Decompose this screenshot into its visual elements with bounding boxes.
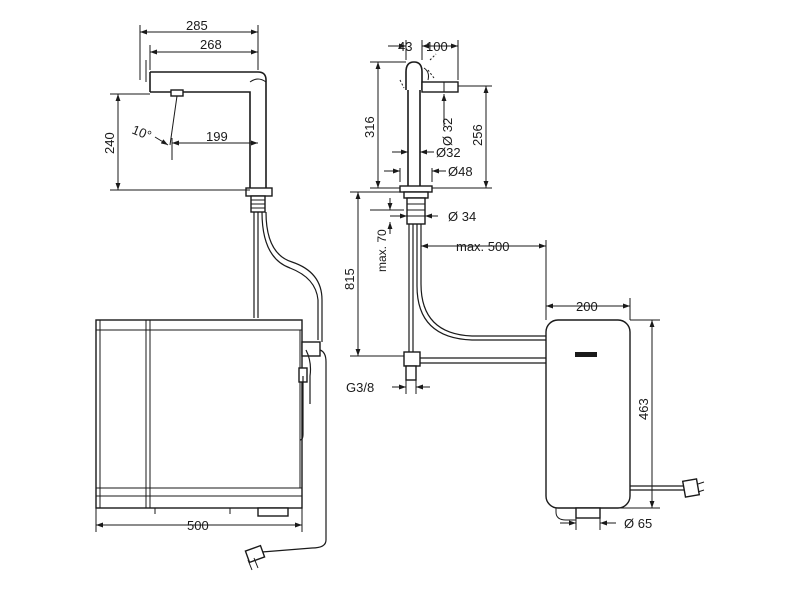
left-faucet [139, 60, 323, 342]
dim-max500: max. 500 [456, 239, 509, 254]
right-view: 43 100 316 256 Ø 32 Ø32 Ø48 815 max. 70 … [342, 39, 705, 531]
right-faucet [399, 53, 546, 381]
dim-285: 285 [186, 18, 208, 33]
left-power-plug [244, 544, 266, 571]
right-dimension-labels: 43 100 316 256 Ø 32 Ø32 Ø48 815 max. 70 … [342, 39, 652, 531]
dim-43: 43 [398, 39, 412, 54]
dim-dia65: Ø 65 [624, 516, 652, 531]
dim-199: 199 [206, 129, 228, 144]
angle-10: 10° [130, 122, 154, 143]
left-dimension-labels: 285 268 240 10° 199 500 [102, 18, 228, 533]
dim-dia32: Ø32 [436, 145, 461, 160]
left-cabinet [95, 319, 327, 571]
dim-max70: max. 70 [375, 229, 389, 272]
display-panel [575, 352, 597, 357]
dim-815: 815 [342, 268, 357, 290]
dim-463: 463 [636, 398, 651, 420]
dim-240: 240 [102, 132, 117, 154]
dim-dia48: Ø48 [448, 164, 473, 179]
right-power-plug [681, 478, 705, 498]
dim-256: 256 [470, 124, 485, 146]
right-dimensions [350, 40, 660, 530]
dim-g38: G3/8 [346, 380, 374, 395]
dim-500-left: 500 [187, 518, 209, 533]
left-dimensions [95, 25, 303, 532]
dim-dia32-spout: Ø 32 [440, 118, 455, 146]
dim-dia34: Ø 34 [448, 209, 476, 224]
right-boiler [545, 319, 705, 521]
dim-268: 268 [200, 37, 222, 52]
dim-200: 200 [576, 299, 598, 314]
dim-100: 100 [426, 39, 448, 54]
left-view: 285 268 240 10° 199 500 [95, 18, 327, 571]
dim-316: 316 [362, 116, 377, 138]
